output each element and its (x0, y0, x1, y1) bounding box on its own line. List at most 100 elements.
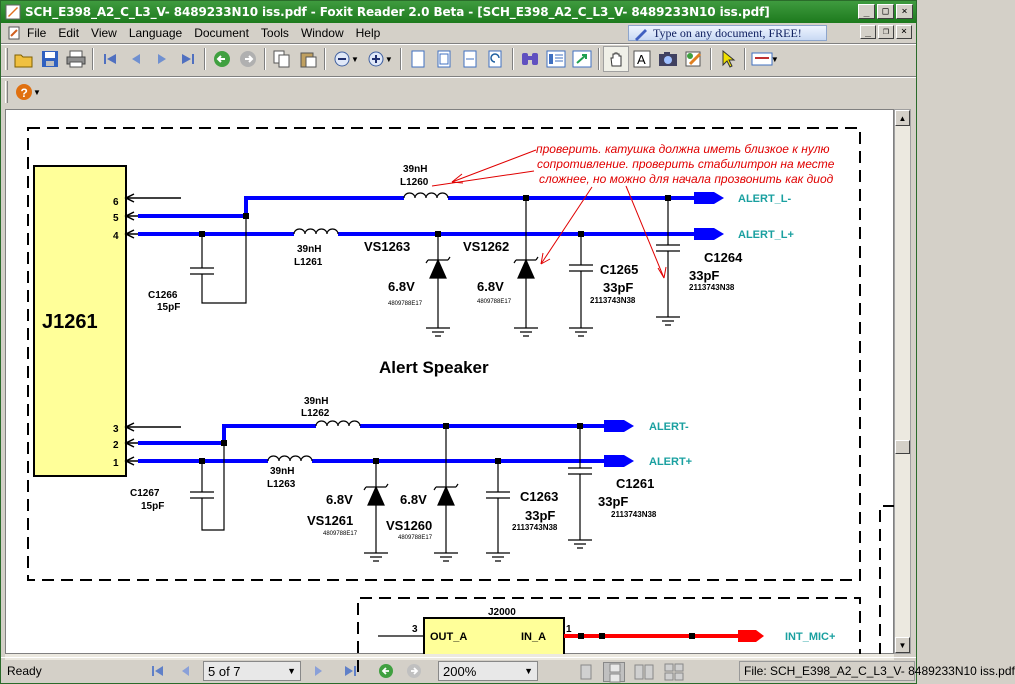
menu-language[interactable]: Language (128, 26, 183, 40)
zoom-out-dropdown-icon[interactable]: ▼ (351, 54, 359, 64)
j2000-out: OUT_A (430, 631, 467, 643)
status-bar: Ready 5 of 7 ▼ 200% ▼ File: SCH_E398_A2_… (1, 657, 1015, 683)
print-icon[interactable] (63, 46, 89, 72)
menu-file[interactable]: File (27, 26, 47, 40)
doc-restore-button[interactable]: ❐ (878, 25, 894, 39)
l1260-ref: L1260 (400, 177, 429, 188)
prev-page-icon[interactable] (123, 46, 149, 72)
zoom-value: 200% (443, 663, 477, 679)
continuous-page-icon[interactable] (603, 662, 625, 683)
zoom-out-icon[interactable] (329, 46, 355, 72)
vs1263-value: 6.8V (388, 279, 415, 294)
forward-icon[interactable] (405, 662, 423, 680)
net-arrow-alert-plus (604, 455, 634, 467)
zoom-selector[interactable]: 200% ▼ (438, 661, 538, 681)
vs1262-part: 4809788E17 (477, 299, 512, 305)
typewriter-dropdown-icon[interactable]: ▼ (770, 54, 779, 64)
facing-pages-icon[interactable] (633, 663, 655, 681)
vs1261-part: 4809788E17 (323, 531, 358, 537)
binoculars-icon[interactable] (517, 46, 543, 72)
pin-2: 2 (113, 440, 119, 451)
vs1260-part: 4809788E17 (398, 535, 433, 541)
ad-text: Type on any document, FREE! (653, 25, 802, 40)
zoom-in-icon[interactable] (363, 46, 389, 72)
status-file: File: SCH_E398_A2_C_L3_V- 8489233N10 iss… (739, 661, 1015, 681)
menu-tools[interactable]: Tools (260, 26, 289, 40)
view-mode-buttons (577, 662, 685, 683)
lower-frame (357, 597, 861, 672)
forward-icon[interactable] (235, 46, 261, 72)
snapshot-icon[interactable] (655, 46, 681, 72)
typewriter-icon[interactable] (749, 46, 775, 72)
pointer-icon[interactable] (715, 46, 741, 72)
help-icon[interactable]: ? (11, 79, 37, 105)
fit-width-icon[interactable] (457, 46, 483, 72)
document-icon[interactable] (7, 26, 21, 40)
menu-edit[interactable]: Edit (58, 26, 80, 40)
close-button[interactable]: × (896, 4, 913, 19)
scroll-down-icon[interactable]: ▼ (895, 637, 910, 653)
svg-text:A: A (637, 52, 646, 67)
app-icon (5, 4, 21, 20)
save-icon[interactable] (37, 46, 63, 72)
back-icon[interactable] (377, 662, 395, 680)
vs1262-value: 6.8V (477, 279, 504, 294)
vertical-scrollbar[interactable]: ▲ ▼ (894, 109, 911, 654)
ad-banner[interactable]: Type on any document, FREE! (628, 25, 827, 41)
last-page-icon[interactable] (341, 662, 359, 680)
vs1260-value: 6.8V (400, 492, 427, 507)
menu-view[interactable]: View (91, 26, 117, 40)
title-bar[interactable]: SCH_E398_A2_C_L3_V- 8489233N10 iss.pdf -… (1, 1, 916, 23)
window-title: SCH_E398_A2_C_L3_V- 8489233N10 iss.pdf -… (25, 5, 770, 19)
page-icon[interactable] (405, 46, 431, 72)
zoom-in-dropdown-icon[interactable]: ▼ (384, 54, 393, 64)
doc-close-button[interactable]: × (896, 25, 912, 39)
scroll-thumb[interactable] (895, 440, 910, 454)
continuous-facing-icon[interactable] (663, 663, 685, 681)
menu-document[interactable]: Document (194, 26, 249, 40)
text-select-icon[interactable]: A (629, 46, 655, 72)
annotate-icon[interactable] (681, 46, 707, 72)
l1262-ref: L1262 (301, 408, 330, 419)
next-page-icon[interactable] (309, 662, 327, 680)
c1267-value: 15pF (141, 501, 164, 512)
upper-frame (27, 127, 861, 581)
maximize-button[interactable]: □ (877, 4, 894, 19)
status-ready: Ready (7, 664, 42, 678)
export-icon[interactable] (569, 46, 595, 72)
open-icon[interactable] (11, 46, 37, 72)
zoom-dropdown-icon[interactable]: ▼ (524, 666, 533, 676)
j1261-label: J1261 (42, 311, 98, 333)
single-page-icon[interactable] (577, 663, 595, 681)
c1264-part: 2113743N38 (689, 283, 735, 292)
last-page-icon[interactable] (175, 46, 201, 72)
menu-window[interactable]: Window (300, 26, 344, 40)
annotation-line-3: сложнее, но можно для начала прозвонить … (539, 172, 834, 186)
next-page-icon[interactable] (149, 46, 175, 72)
hand-icon[interactable] (602, 46, 629, 72)
copy-icon[interactable] (269, 46, 295, 72)
fit-page-icon[interactable] (431, 46, 457, 72)
junction-dots (199, 195, 671, 464)
back-icon[interactable] (209, 46, 235, 72)
rotate-icon[interactable] (483, 46, 509, 72)
doc-minimize-button[interactable]: _ (860, 25, 876, 39)
vs1261-value: 6.8V (326, 492, 353, 507)
menu-help[interactable]: Help (355, 26, 381, 40)
c1265-part: 2113743N38 (590, 296, 636, 305)
minimize-button[interactable]: _ (858, 4, 875, 19)
first-page-icon[interactable] (97, 46, 123, 72)
paste-icon[interactable] (295, 46, 321, 72)
bookmarks-icon[interactable] (543, 46, 569, 72)
page-dropdown-icon[interactable]: ▼ (287, 666, 296, 676)
help-dropdown-icon[interactable]: ▼ (33, 87, 41, 97)
l1261-value: 39nH (297, 244, 321, 255)
prev-page-icon[interactable] (177, 662, 195, 680)
scroll-up-icon[interactable]: ▲ (895, 110, 910, 126)
first-page-icon[interactable] (149, 662, 167, 680)
c1263-part: 2113743N38 (512, 523, 558, 532)
l1261-ref: L1261 (294, 257, 323, 268)
page-selector[interactable]: 5 of 7 ▼ (203, 661, 301, 681)
document-view[interactable]: J1261 6 5 4 3 2 1 (5, 109, 896, 672)
pen-icon (635, 29, 647, 41)
